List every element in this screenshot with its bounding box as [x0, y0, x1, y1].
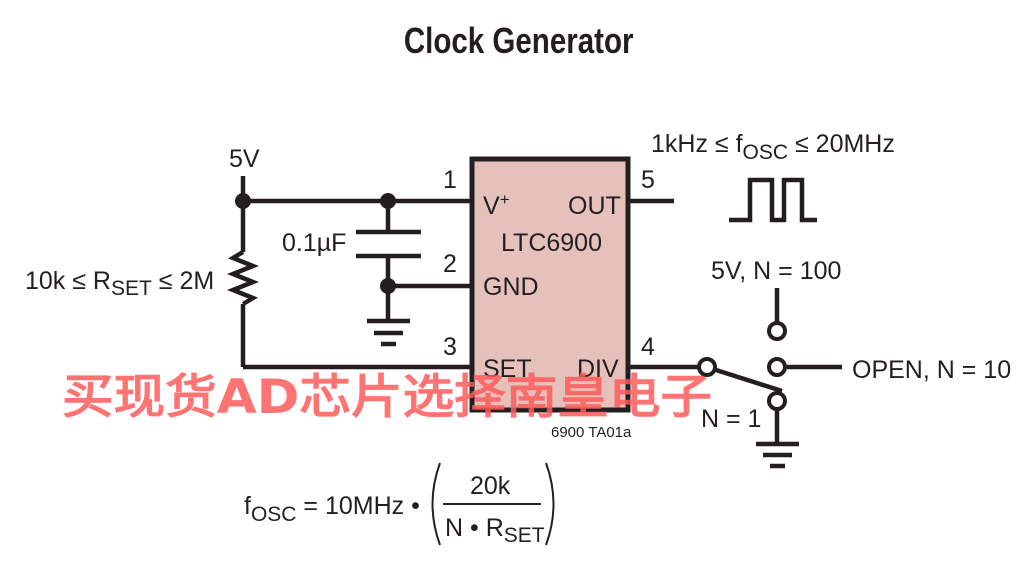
- switch-contact-100[interactable]: [767, 321, 787, 341]
- capacitor-label: 0.1µF: [282, 229, 346, 257]
- pin-number-1: 1: [443, 166, 457, 194]
- resistor-label: 10k ≤ RSET ≤ 2M: [25, 267, 214, 300]
- formula-f: f: [244, 492, 251, 520]
- switch-label-100: 5V, N = 100: [711, 257, 841, 285]
- switch-contact-1[interactable]: [767, 391, 787, 411]
- junction-dot: [235, 193, 251, 209]
- range-suffix: ≤ 20MHz: [788, 130, 895, 158]
- chip-name: LTC6900: [501, 229, 602, 257]
- chip-body: [469, 156, 631, 413]
- switch-lever: [715, 367, 783, 394]
- formula-f-sub: OSC: [251, 503, 297, 526]
- pin-number-2: 2: [443, 250, 457, 278]
- figure-id: 6900 TA01a: [551, 424, 632, 441]
- pin-number-3: 3: [443, 333, 457, 361]
- formula-lhs: fOSC = 10MHz •: [244, 492, 420, 526]
- pin-name-sup: +: [500, 190, 510, 209]
- frequency-range-label: 1kHz ≤ fOSC ≤ 20MHz: [651, 130, 895, 164]
- pin-number-5: 5: [641, 166, 655, 194]
- pin-name-v: V: [483, 192, 500, 220]
- paren-right: [545, 462, 555, 546]
- range-sub: OSC: [743, 141, 789, 164]
- pin-name-div: DIV: [577, 355, 619, 383]
- junction-dot: [380, 278, 396, 294]
- resistor-icon: [226, 250, 260, 306]
- pin-name-gnd: GND: [483, 273, 539, 301]
- pin-name-set: SET: [483, 355, 532, 383]
- switch-contact-10[interactable]: [767, 357, 787, 377]
- switch-label-1: N = 1: [701, 405, 761, 433]
- switch-contact-common[interactable]: [697, 357, 717, 377]
- watermark: 买现货AD芯片选择南皇电子: [62, 370, 712, 425]
- paren-left: [431, 462, 441, 546]
- pin-number-4: 4: [641, 333, 655, 361]
- pin-name-out: OUT: [568, 192, 621, 220]
- resistor-label-suffix: ≤ 2M: [152, 267, 214, 295]
- pin-name-vplus: V+: [483, 190, 510, 220]
- supply-label: 5V: [229, 145, 260, 173]
- formula-denominator-sub: SET: [504, 524, 545, 547]
- diagram-title: Clock Generator: [403, 20, 634, 61]
- formula-eq: = 10MHz •: [296, 492, 419, 520]
- range-prefix: 1kHz ≤ f: [651, 130, 743, 158]
- square-wave-icon: [729, 177, 817, 223]
- resistor-label-prefix: 10k ≤ R: [25, 267, 111, 295]
- formula-numerator: 20k: [470, 472, 511, 500]
- formula-denominator: N • RSET: [445, 514, 545, 547]
- resistor-label-sub: SET: [111, 277, 152, 300]
- formula-denominator-prefix: N • R: [445, 514, 504, 542]
- switch-label-10: OPEN, N = 10: [852, 356, 1011, 384]
- junction-dot: [380, 193, 396, 209]
